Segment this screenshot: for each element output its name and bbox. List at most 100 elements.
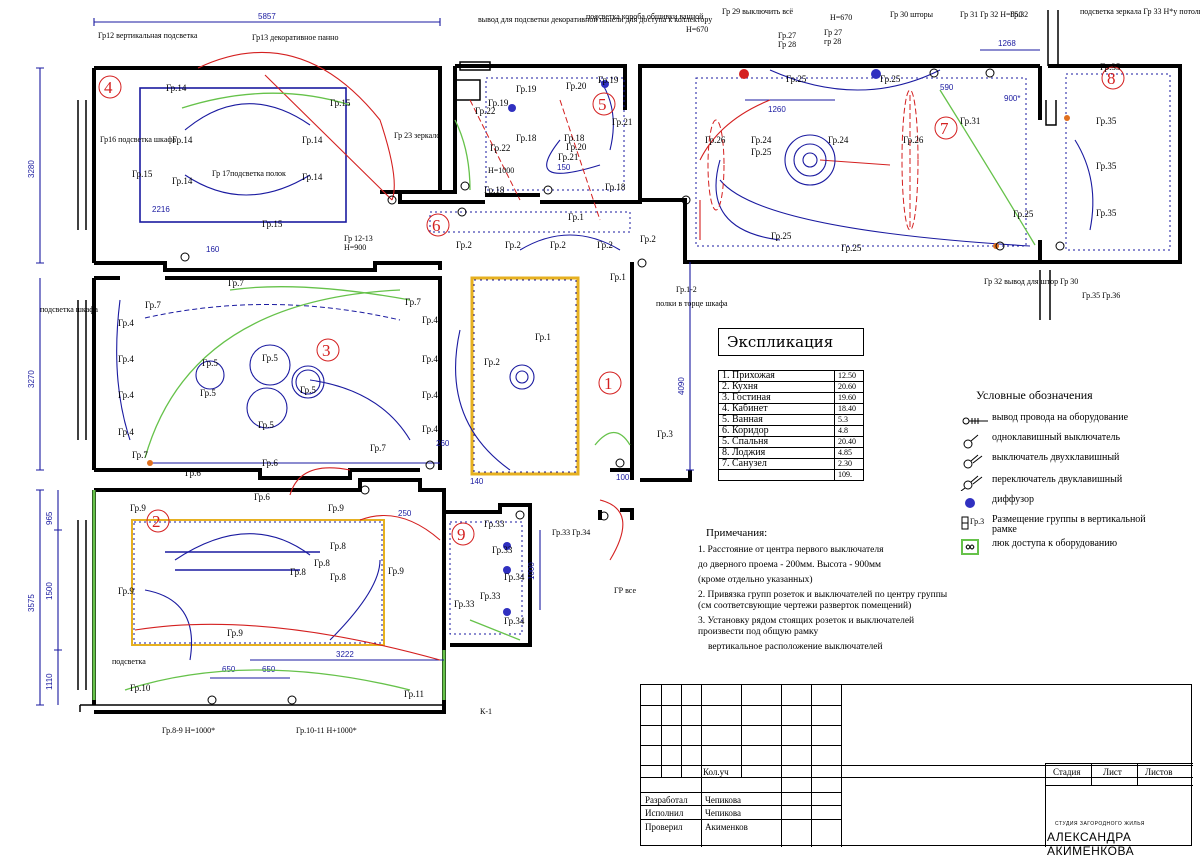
stamp-razr-name: Чепикова (705, 795, 742, 805)
group-label: Гр.5 (262, 353, 278, 363)
dim-250: 250 (398, 509, 412, 518)
group-label: Гр.35 (1100, 62, 1121, 72)
fixtures (147, 69, 1070, 616)
group-label: Гр.2 (597, 240, 613, 250)
group-label: Гр.33 (480, 591, 501, 601)
vertical-frame-icon: Гр.3 (961, 516, 984, 530)
stamp-prov: Проверил (645, 822, 683, 832)
legend-label: люк доступа к оборудованию (992, 538, 1118, 549)
note-3: 3. Установку рядом стоящих розеток и вык… (698, 616, 915, 637)
note-gr33top: подсветка зеркала Гр 33 H*у потолка (1080, 7, 1200, 16)
group-label: Гр.35 (1096, 161, 1117, 171)
note-podsv-shkafa: подсветка шкафа (40, 305, 98, 314)
note-podsvetka: подсветка (112, 657, 146, 666)
dim-4090: 4090 (677, 377, 686, 395)
single-switch-icon (963, 434, 979, 449)
studio-tagline: СТУДИЯ ЗАГОРОДНОГО ЖИЛЬЯ (1055, 821, 1145, 827)
notes-title: Примечания: (706, 527, 768, 539)
group-label: Гр.7 (228, 278, 244, 288)
group-label: Гр.15 (262, 219, 283, 229)
dim-left-bot: 3575 (27, 594, 36, 612)
group-label: Гр.20 (566, 81, 587, 91)
group-label: Гр.7 (132, 450, 148, 460)
stamp-razr: Разработал (645, 795, 688, 805)
legend-item: выключатель двухклавишный (948, 453, 1148, 475)
note-gr28a: Гр 28 (778, 40, 796, 49)
room-number-3: 3 (322, 341, 331, 360)
group-label: Гр.5 (202, 358, 218, 368)
group-label: Гр.14 (302, 172, 323, 182)
group-label: Гр.9 (130, 503, 146, 513)
group-label: Гр.2 (640, 234, 656, 244)
group-label: Гр.14 (172, 176, 193, 186)
group-label: Гр.33 (492, 545, 513, 555)
group-label: Гр.15 (330, 98, 351, 108)
stamp-stadia: Стадия (1053, 767, 1081, 777)
annotations: Гр12 вертикальная подсветка Гр13 декорат… (40, 7, 1200, 735)
note-1a: 1. Расстояние от центра первого выключат… (698, 545, 884, 555)
dim-650a: 650 (222, 665, 236, 674)
group-label: Гр.14 (166, 83, 187, 93)
room-number-6: 6 (432, 216, 441, 235)
group-label: Гр.18 (516, 133, 537, 143)
room-number-4: 4 (104, 78, 113, 97)
note-gr-vse: ГР все (614, 586, 636, 595)
group-label: Гр.1 (535, 332, 551, 342)
room-name: 2. Кухня (718, 381, 835, 393)
legend-label: Размещение группы в вертикальной рамке (992, 514, 1146, 535)
room-area: 4.8 (834, 425, 864, 437)
group-label: Гр.4 (118, 427, 134, 437)
group-label: Гр.18 (605, 182, 626, 192)
legend-item: Гр.3 Размещение группы в вертикальной ра… (948, 515, 1148, 539)
room-numbers: 1 2 3 4 5 6 7 8 9 (98, 66, 1125, 546)
group-label: Гр.4 (118, 318, 134, 328)
room-area: 20.60 (834, 381, 864, 393)
circuits (116, 51, 1094, 691)
double-toggle-icon (960, 475, 983, 491)
group-label: Гр.19 (488, 98, 509, 108)
stamp-isp-name: Чепикова (705, 808, 742, 818)
note-h1000: H=1000 (488, 166, 514, 175)
group-label: Гр.25 (771, 231, 792, 241)
group-label: Гр.7 (145, 300, 161, 310)
note-gr1011: Гр.10-11 H+1000* (296, 726, 357, 735)
group-label: Гр.2 (484, 357, 500, 367)
room-number-5: 5 (598, 95, 607, 114)
group-label: Гр.19 (598, 75, 619, 85)
group-label: Гр.9 (227, 628, 243, 638)
dim-3222: 3222 (336, 650, 354, 659)
group-label: Гр.4 (422, 315, 438, 325)
stamp-listov: Листов (1145, 767, 1173, 777)
group-label: Гр.2 (456, 240, 472, 250)
explication-title: Экспликация (718, 328, 864, 356)
room-name: 3. Гостиная (718, 392, 835, 404)
room-name: 8. Лоджия (718, 447, 835, 459)
room-area: 4.85 (834, 447, 864, 459)
legend-label: одноклавишный выключатель (992, 432, 1121, 443)
stamp-list: Лист (1103, 767, 1122, 777)
group-label: Гр.21 (612, 117, 632, 127)
room-name: 7. Санузел (718, 458, 835, 470)
note-gr1213: Гр 12-13 (344, 234, 373, 243)
legend-label: переключатель двуклавишный (992, 474, 1123, 485)
dim-1268: 1268 (998, 39, 1016, 48)
group-labels: Гр.1 Гр.1 Гр.1 Гр.2 Гр.2 Гр.2 Гр.2 Гр.2 … (118, 62, 1121, 699)
note-gr32: Гр.32 (1010, 10, 1028, 19)
group-label: Гр.5 (300, 385, 316, 395)
note-h900: H=900 (344, 243, 366, 252)
room-area: 12.50 (834, 370, 864, 382)
group-label: Гр.1 (610, 272, 626, 282)
stamp-isp: Исполнил (645, 808, 684, 818)
legend-label: вывод провода на оборудование (992, 412, 1129, 423)
double-switch-icon (963, 454, 983, 469)
group-label: Гр.18 (484, 185, 505, 195)
note-gr27b: Гр 27 (824, 28, 842, 37)
group-label: Гр.19 (516, 84, 537, 94)
group-label: Гр.15 (132, 169, 153, 179)
dim-590: 590 (940, 83, 954, 92)
note-gr28b: гр 28 (824, 37, 841, 46)
